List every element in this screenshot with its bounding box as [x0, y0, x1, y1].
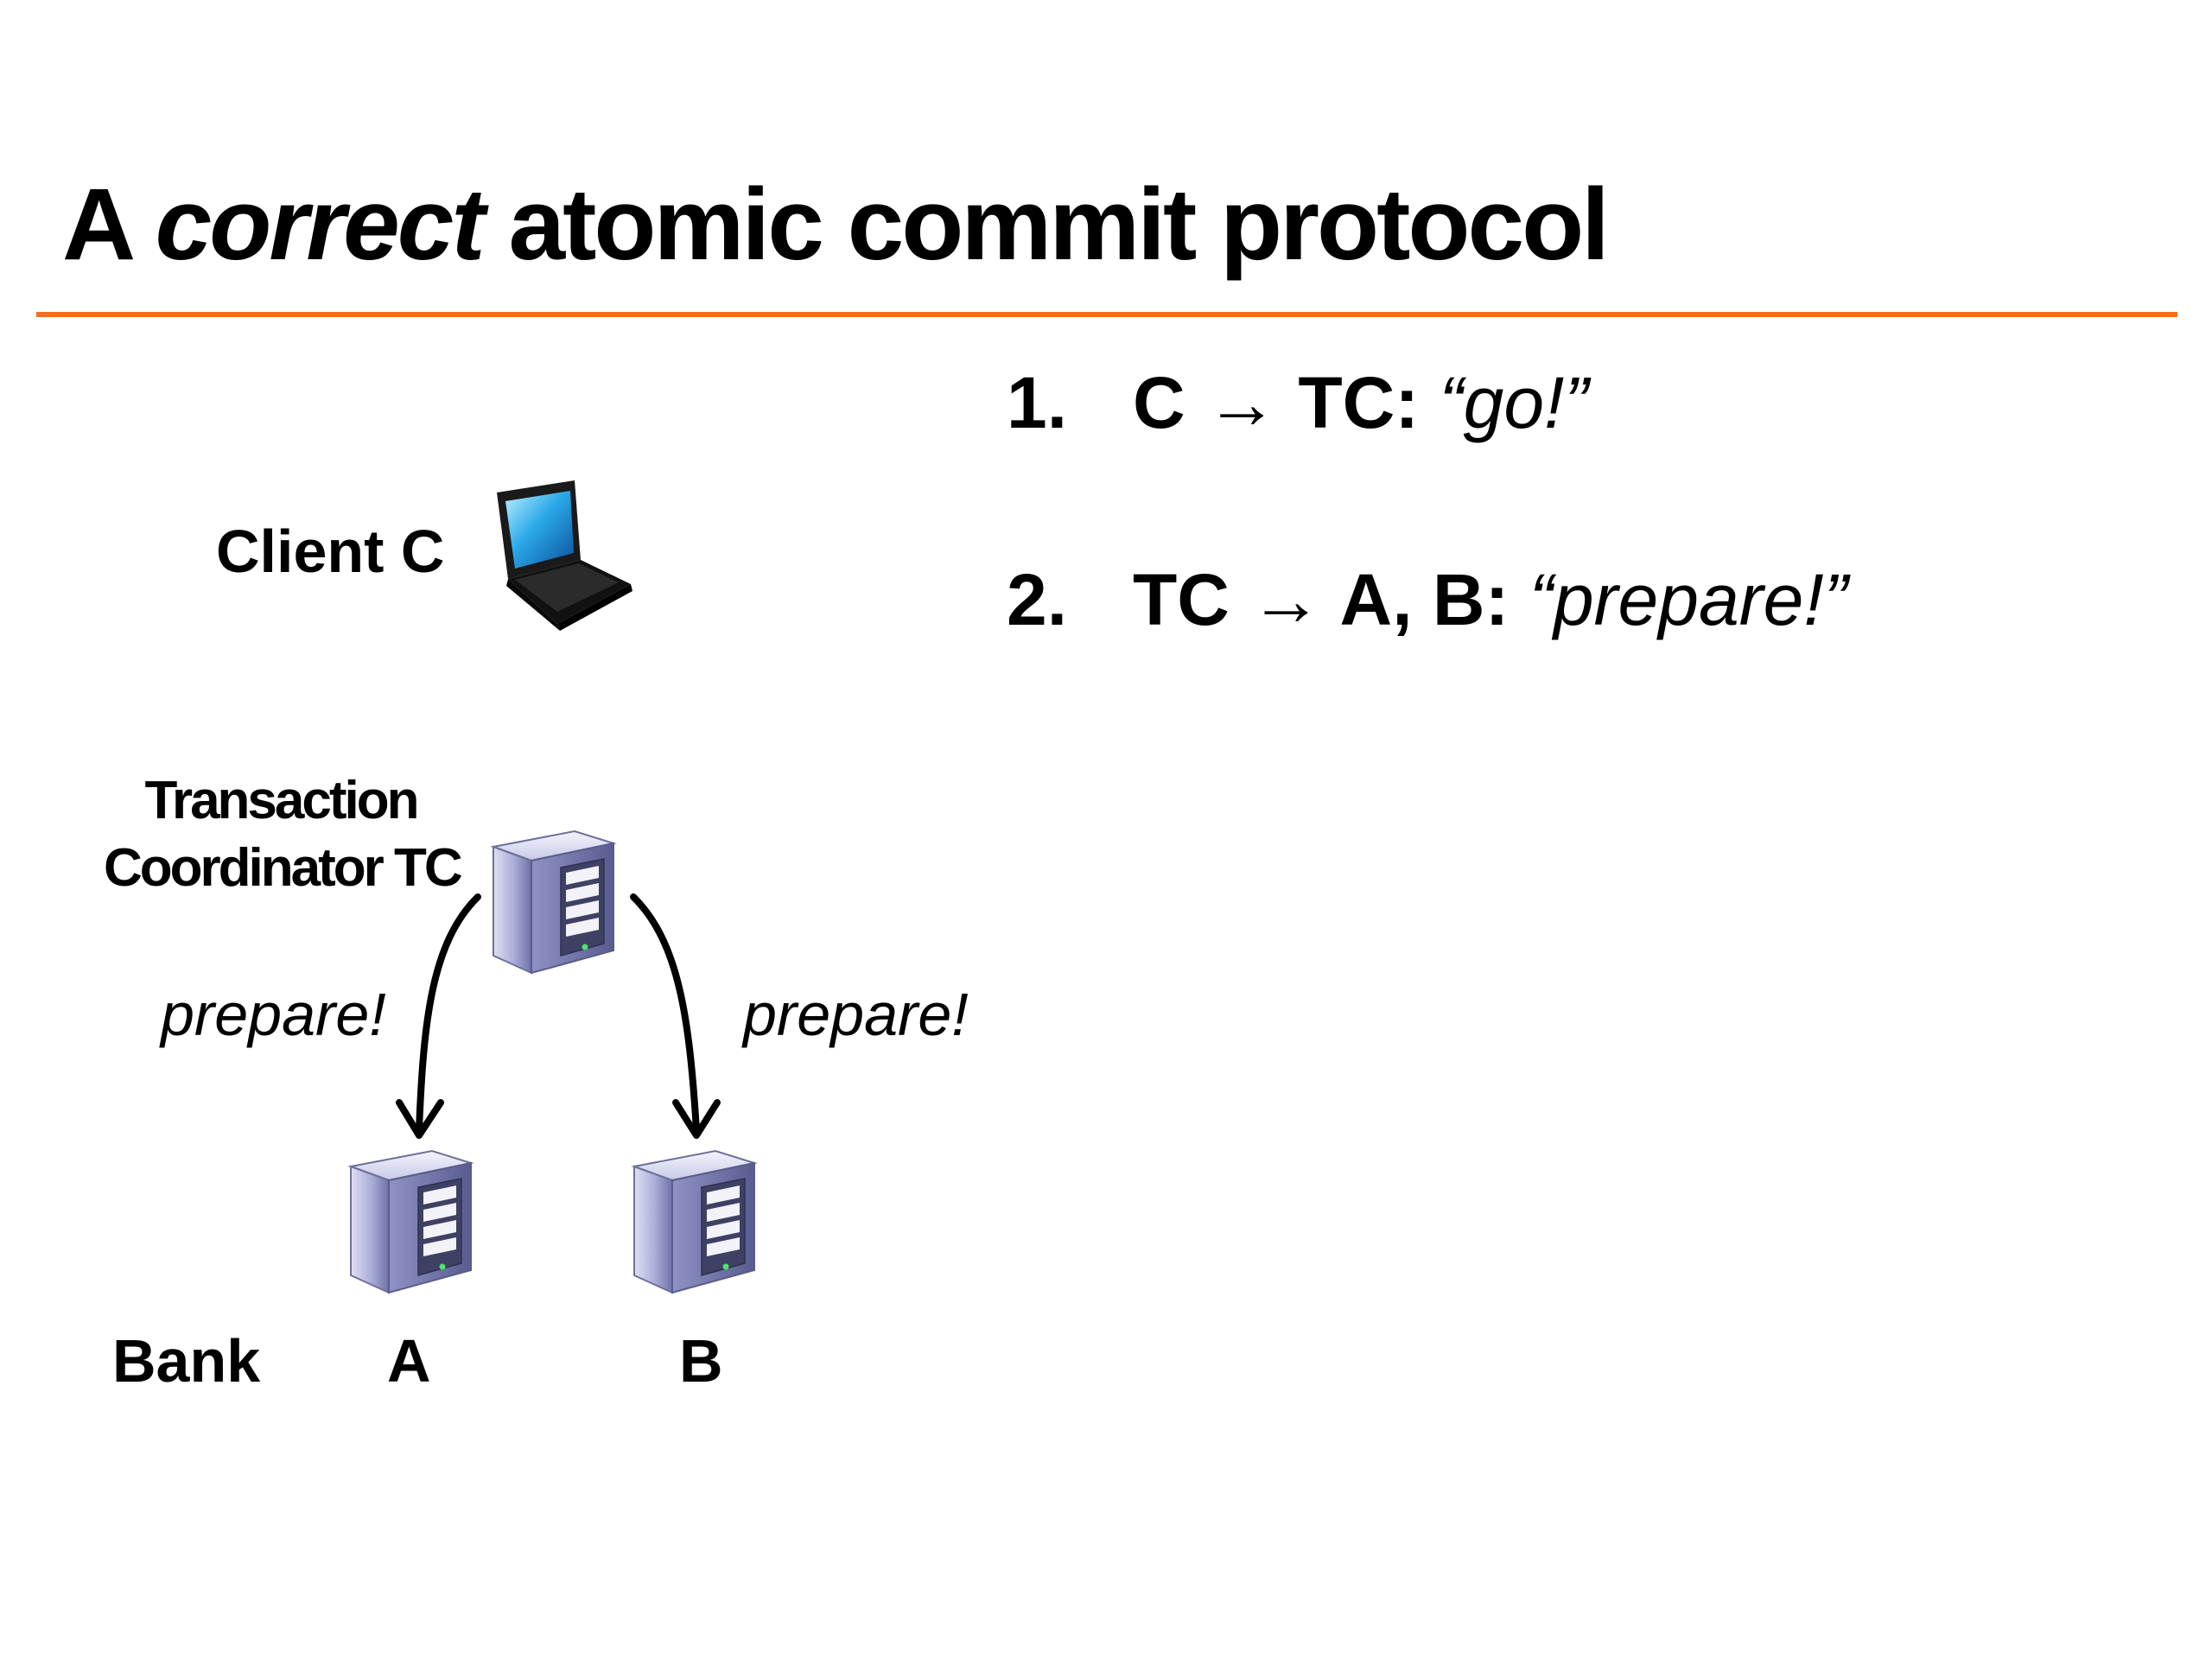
- server-icon: [633, 1150, 755, 1294]
- title-emphasis: correct: [155, 168, 486, 282]
- step-1-number: 1.: [1007, 362, 1068, 443]
- step-2-number: 2.: [1007, 559, 1068, 640]
- client-label: Client C: [216, 518, 445, 585]
- step-1-head: C → TC:: [1133, 362, 1440, 443]
- prepare-arrow-right: [630, 893, 721, 1139]
- step-2-message: “prepare!”: [1529, 559, 1848, 640]
- node-b-label: B: [679, 1327, 723, 1395]
- bank-label: Bank: [112, 1327, 261, 1395]
- edge-label-right: prepare!: [743, 981, 969, 1048]
- step-1-message: “go!”: [1439, 362, 1589, 443]
- step-2-head: TC → A, B:: [1133, 559, 1529, 640]
- coordinator-label: Transaction Coordinator TC: [104, 767, 463, 902]
- prepare-arrow-left: [396, 893, 481, 1139]
- step-2: 2. TC → A, B: “prepare!”: [1007, 559, 1848, 640]
- coordinator-label-line1: Transaction: [144, 771, 420, 830]
- node-a-label: A: [387, 1327, 431, 1395]
- server-icon: [493, 830, 614, 974]
- edge-label-left: prepare!: [161, 981, 386, 1048]
- title-divider: [36, 312, 2177, 317]
- slide-title: A correct atomic commit protocol: [62, 168, 1610, 282]
- laptop-icon: [497, 480, 632, 631]
- title-suffix: atomic commit protocol: [482, 168, 1610, 282]
- title-prefix: A: [62, 168, 156, 282]
- step-1: 1. C → TC: “go!”: [1007, 362, 1589, 443]
- coordinator-label-line2: Coordinator TC: [104, 838, 463, 898]
- server-icon: [350, 1150, 472, 1294]
